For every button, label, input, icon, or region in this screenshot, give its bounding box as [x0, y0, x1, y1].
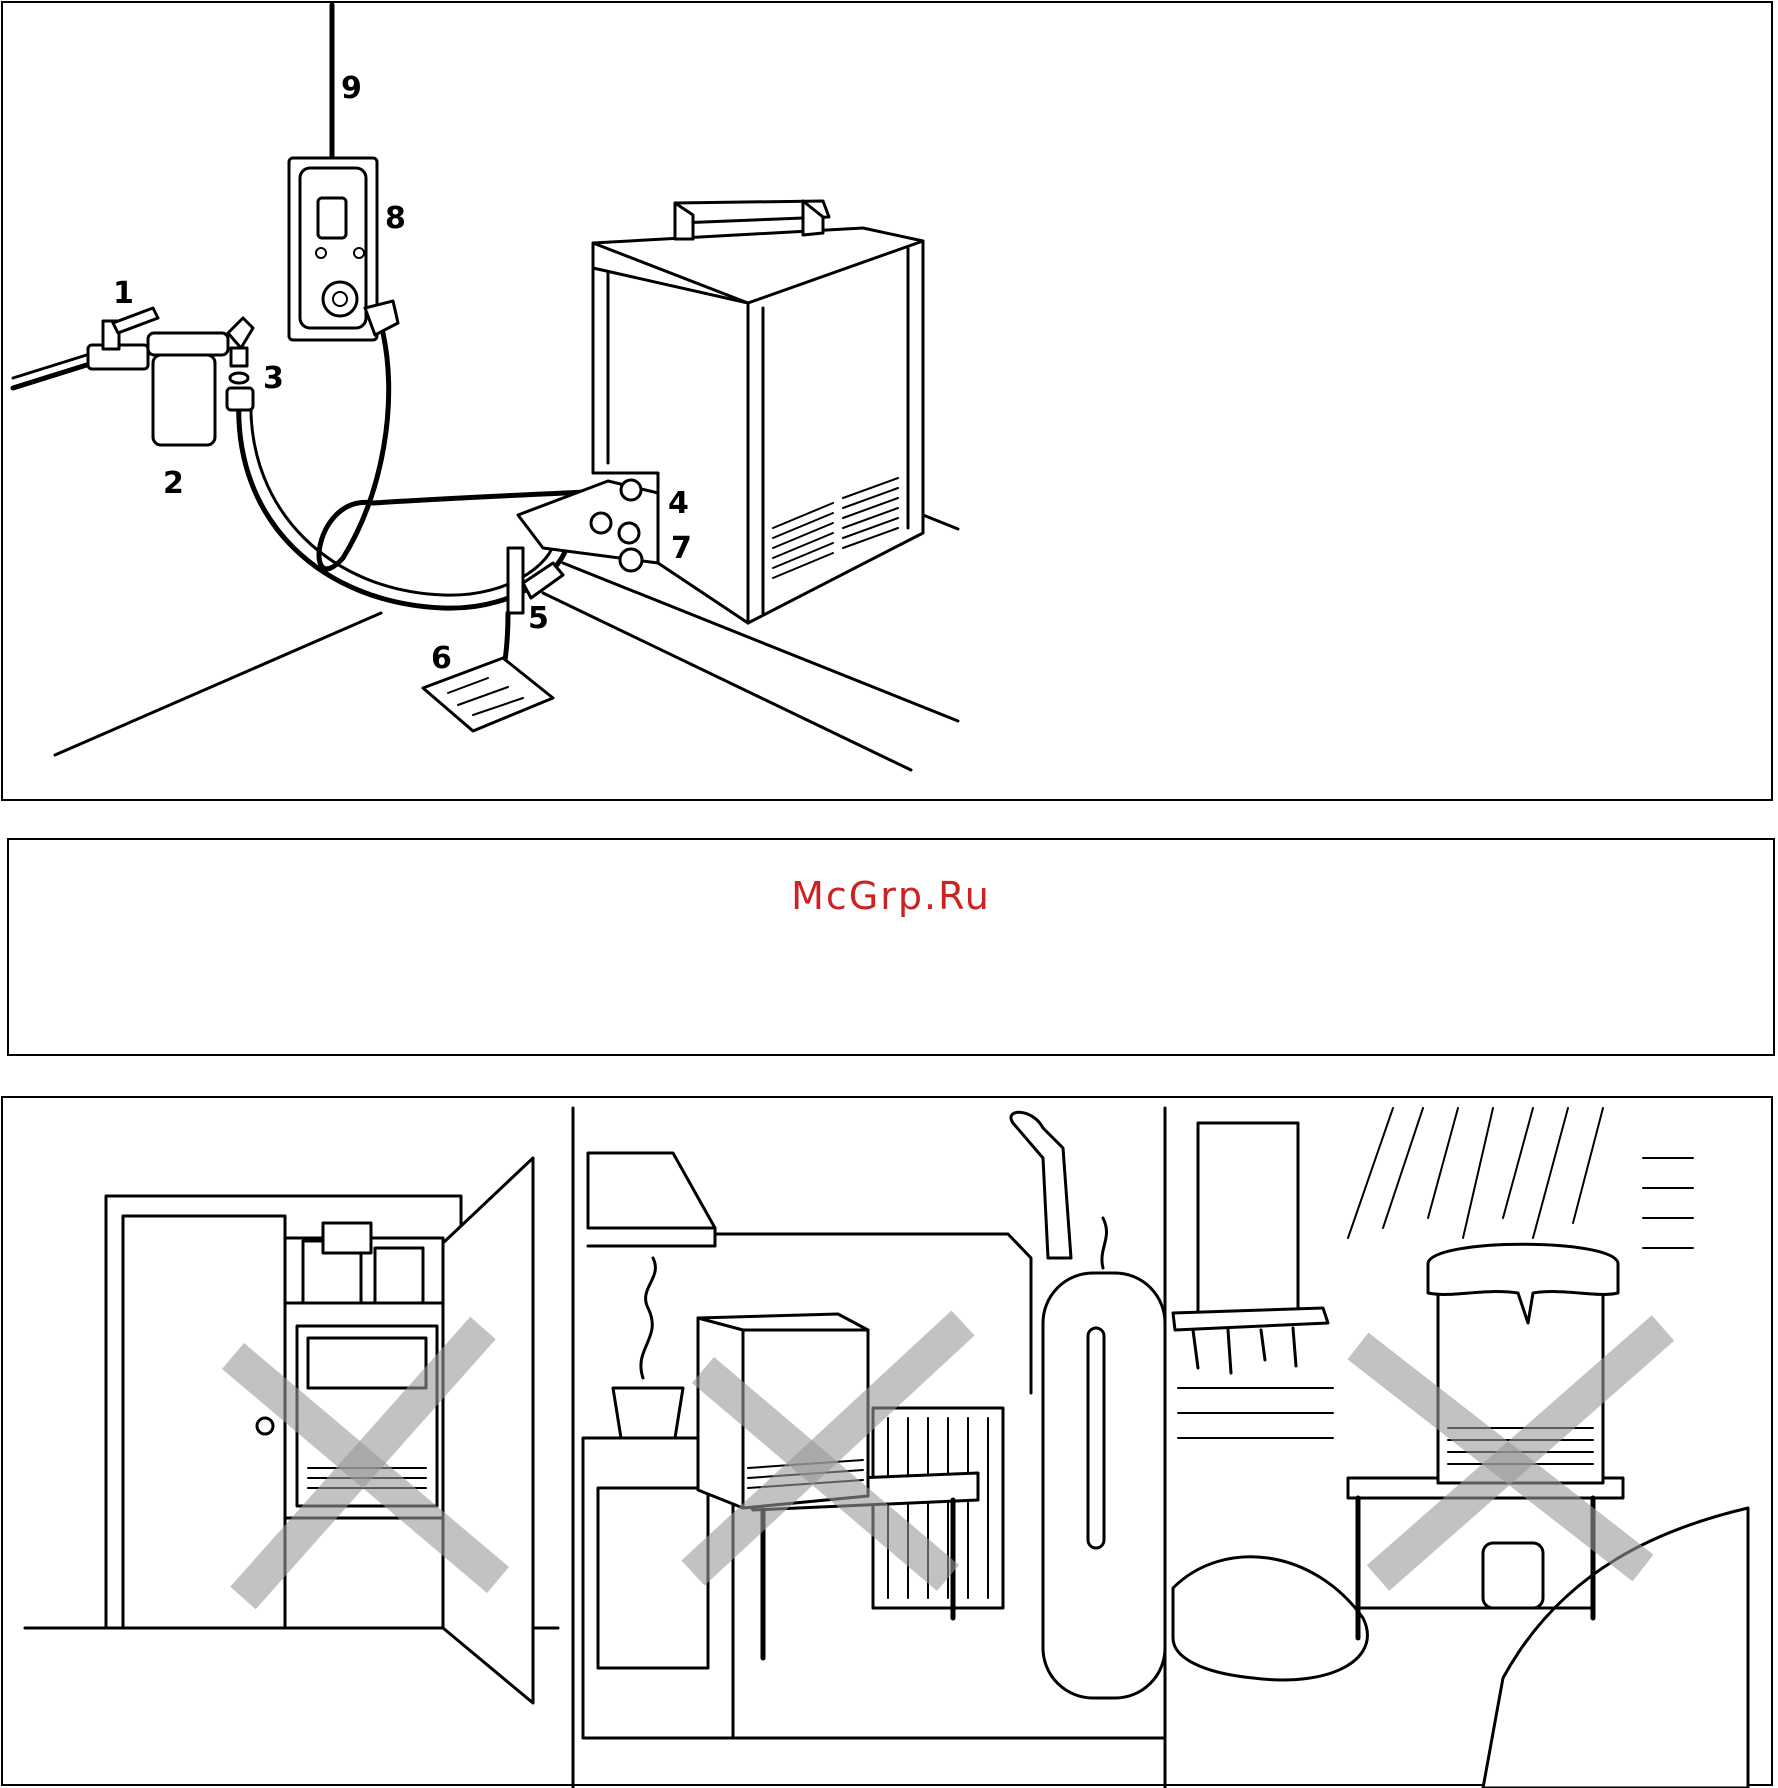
callout-3: 3	[263, 361, 284, 396]
installation-diagram-panel: 1 2 3 4 5 6 7 8 9	[1, 1, 1773, 801]
callout-1: 1	[113, 276, 134, 311]
callout-9: 9	[341, 71, 362, 106]
cupboard-right-door	[443, 1158, 533, 1703]
callout-6: 6	[431, 641, 452, 676]
callout-2: 2	[163, 466, 184, 501]
rain-lines	[1348, 1108, 1603, 1238]
window	[1198, 1123, 1298, 1313]
snow-drift-left	[1173, 1557, 1367, 1680]
watermark-text: McGrp.Ru	[9, 874, 1773, 918]
wall-socket-icon	[289, 158, 377, 340]
scene-outdoors-snow	[1173, 1108, 1748, 1788]
exhaust-pipe	[1011, 1112, 1071, 1258]
connector-power-icon	[621, 480, 641, 500]
seal-washer-icon	[230, 348, 248, 383]
connector-inlet-icon	[591, 513, 611, 533]
placement-warning-panel	[1, 1096, 1773, 1786]
scene-cupboard	[25, 1158, 558, 1703]
hot-pot-icon	[613, 1388, 683, 1438]
placement-warning-illustration	[3, 1098, 1775, 1788]
callout-7: 7	[671, 531, 692, 566]
floor-line-left	[55, 613, 381, 755]
installation-diagram: 1 2 3 4 5 6 7 8 9	[3, 3, 1775, 803]
ice-maker-appliance	[518, 201, 923, 623]
connector-7-icon	[620, 549, 642, 571]
watermark-panel: McGrp.Ru	[7, 838, 1775, 1056]
range-hood	[588, 1153, 715, 1228]
callout-8: 8	[385, 201, 406, 236]
scene-heat-sources	[583, 1112, 1165, 1738]
callout-5: 5	[528, 601, 549, 636]
callout-4: 4	[668, 486, 689, 521]
connector-4-icon	[619, 523, 639, 543]
